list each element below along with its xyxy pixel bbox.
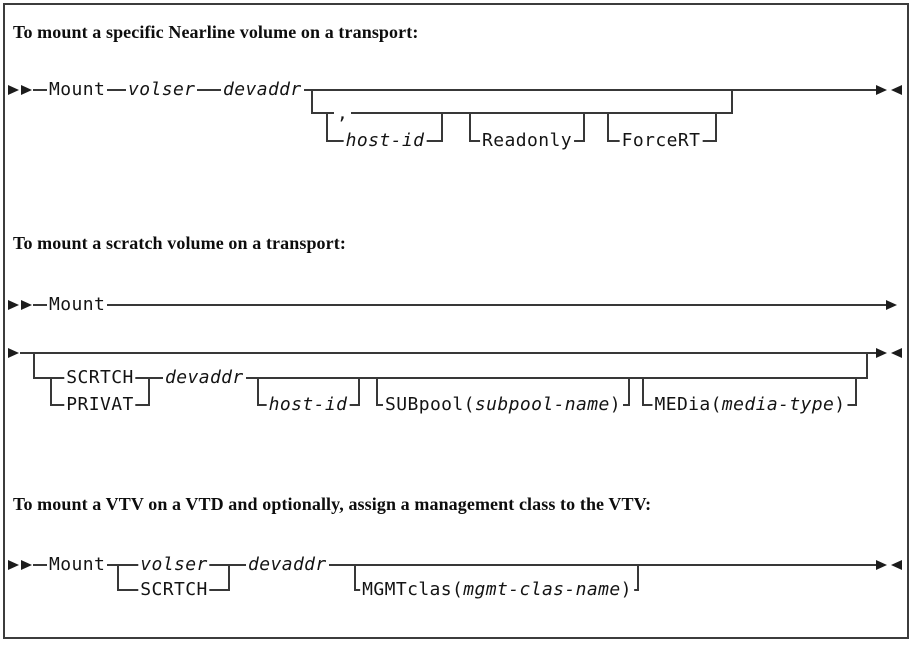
rail-branch (866, 352, 868, 379)
rail-branch (607, 112, 609, 142)
entry-arrow-icon (21, 85, 32, 95)
mgmtclas-keyword: MGMTclas( (362, 579, 464, 600)
end-arrow-right-icon (876, 560, 887, 570)
rail-branch (376, 377, 378, 406)
subpool-variable: subpool-name (474, 394, 610, 415)
variable-devaddr: devaddr (246, 554, 329, 575)
page-border (3, 3, 909, 639)
rail-branch (642, 377, 644, 406)
subpool-keyword: SUBpool( (385, 394, 475, 415)
variable-volser: volser (126, 79, 198, 100)
keyword-mount: Mount (47, 79, 108, 100)
rail-line (33, 377, 868, 379)
rail-line (20, 352, 877, 354)
rail-branch (117, 564, 119, 591)
entry-arrow-icon (8, 300, 19, 310)
end-arrow-right-icon (876, 348, 887, 358)
mgmtclas-variable: mgmt-clas-name (463, 579, 621, 600)
end-arrow-left-icon (891, 85, 902, 95)
variable-devaddr: devaddr (221, 79, 304, 100)
end-arrow-left-icon (891, 348, 902, 358)
rail-branch (855, 377, 857, 406)
continue-entry-arrow-icon (8, 348, 19, 358)
variable-host-id: host-id (343, 130, 427, 151)
media-parameter: MEDia(media-type) (652, 394, 848, 415)
mgmtclas-close-paren: ) (620, 579, 632, 600)
media-close-paren: ) (834, 394, 846, 415)
rail-branch (441, 112, 443, 142)
rail-line (33, 564, 877, 566)
keyword-mount: Mount (47, 294, 108, 315)
keyword-forcert: ForceRT (619, 130, 703, 151)
rail-branch (228, 564, 230, 591)
media-keyword: MEDia( (654, 394, 722, 415)
rail-branch (628, 377, 630, 406)
rail-line (33, 89, 877, 91)
rail-branch (583, 112, 585, 142)
media-variable: media-type (721, 394, 835, 415)
section2-title: To mount a scratch volume on a transport… (13, 233, 346, 253)
rail-line (33, 304, 886, 306)
subpool-parameter: SUBpool(subpool-name) (383, 395, 623, 415)
rail-branch (33, 352, 35, 379)
variable-host-id: host-id (266, 394, 350, 415)
rail-branch (148, 377, 150, 406)
keyword-privat: PRIVAT (64, 394, 136, 415)
entry-arrow-icon (21, 300, 32, 310)
variable-devaddr: devaddr (163, 367, 246, 388)
continue-arrow-icon (886, 300, 897, 310)
comma-separator: , (334, 104, 352, 124)
end-arrow-right-icon (876, 85, 887, 95)
rail-branch (354, 564, 356, 591)
rail-branch (358, 377, 360, 406)
rail-branch (731, 89, 733, 114)
rail-branch (326, 112, 328, 142)
rail-branch (469, 112, 471, 142)
section3-title: To mount a VTV on a VTD and optionally, … (13, 494, 652, 514)
entry-arrow-icon (8, 85, 19, 95)
end-arrow-left-icon (891, 560, 902, 570)
keyword-readonly: Readonly (480, 130, 574, 151)
rail-branch (311, 89, 313, 114)
keyword-scrtch: SCRTCH (64, 367, 136, 388)
rail-branch (715, 112, 717, 142)
rail-line (311, 112, 733, 114)
entry-arrow-icon (8, 560, 19, 570)
variable-volser: volser (138, 554, 210, 575)
rail-branch (637, 564, 639, 591)
rail-branch (50, 377, 52, 406)
section1-title: To mount a specific Nearline volume on a… (13, 22, 419, 42)
rail-branch (257, 377, 259, 406)
mgmtclas-parameter: MGMTclas(mgmt-clas-name) (360, 580, 634, 600)
subpool-close-paren: ) (609, 394, 621, 415)
entry-arrow-icon (21, 560, 32, 570)
keyword-mount: Mount (47, 554, 108, 575)
keyword-scrtch: SCRTCH (138, 579, 210, 600)
